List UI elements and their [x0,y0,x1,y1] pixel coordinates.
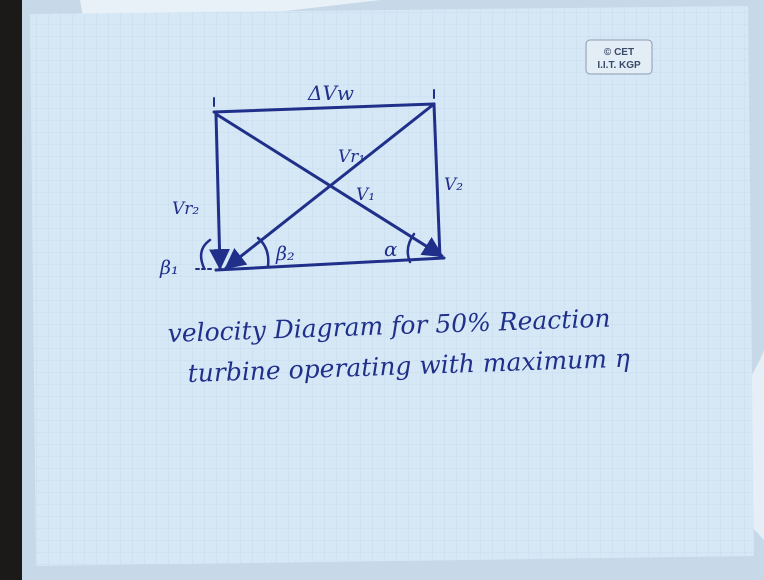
watermark-line2: I.I.T. KGP [597,60,641,71]
label-v2: V₂ [444,175,463,195]
bottom-edge [214,256,446,272]
label-beta1: β₁ [159,257,179,279]
cet-watermark: © CET I.I.T. KGP [585,39,653,75]
paper-sheet [30,6,754,566]
diagram-labels: ΔVw Vr₁ V₁ V₂ Vr₂ β₁ β₂ α [159,81,463,279]
arc-beta2 [256,236,270,268]
label-vr2: Vr₂ [172,199,199,219]
label-delta-vw: ΔVw [307,81,354,105]
label-v1: V₁ [356,185,375,205]
left-edge-vr2 [209,112,231,271]
velocity-diagram [195,89,446,272]
label-beta2: β₂ [275,243,295,265]
label-vr1: Vr₁ [338,147,365,167]
label-alpha: α [384,237,398,261]
arc-beta1 [199,238,212,270]
watermark-line1: © CET [604,47,634,58]
right-edge-v2 [432,102,442,260]
arc-alpha [406,232,416,264]
top-edge [212,102,436,114]
